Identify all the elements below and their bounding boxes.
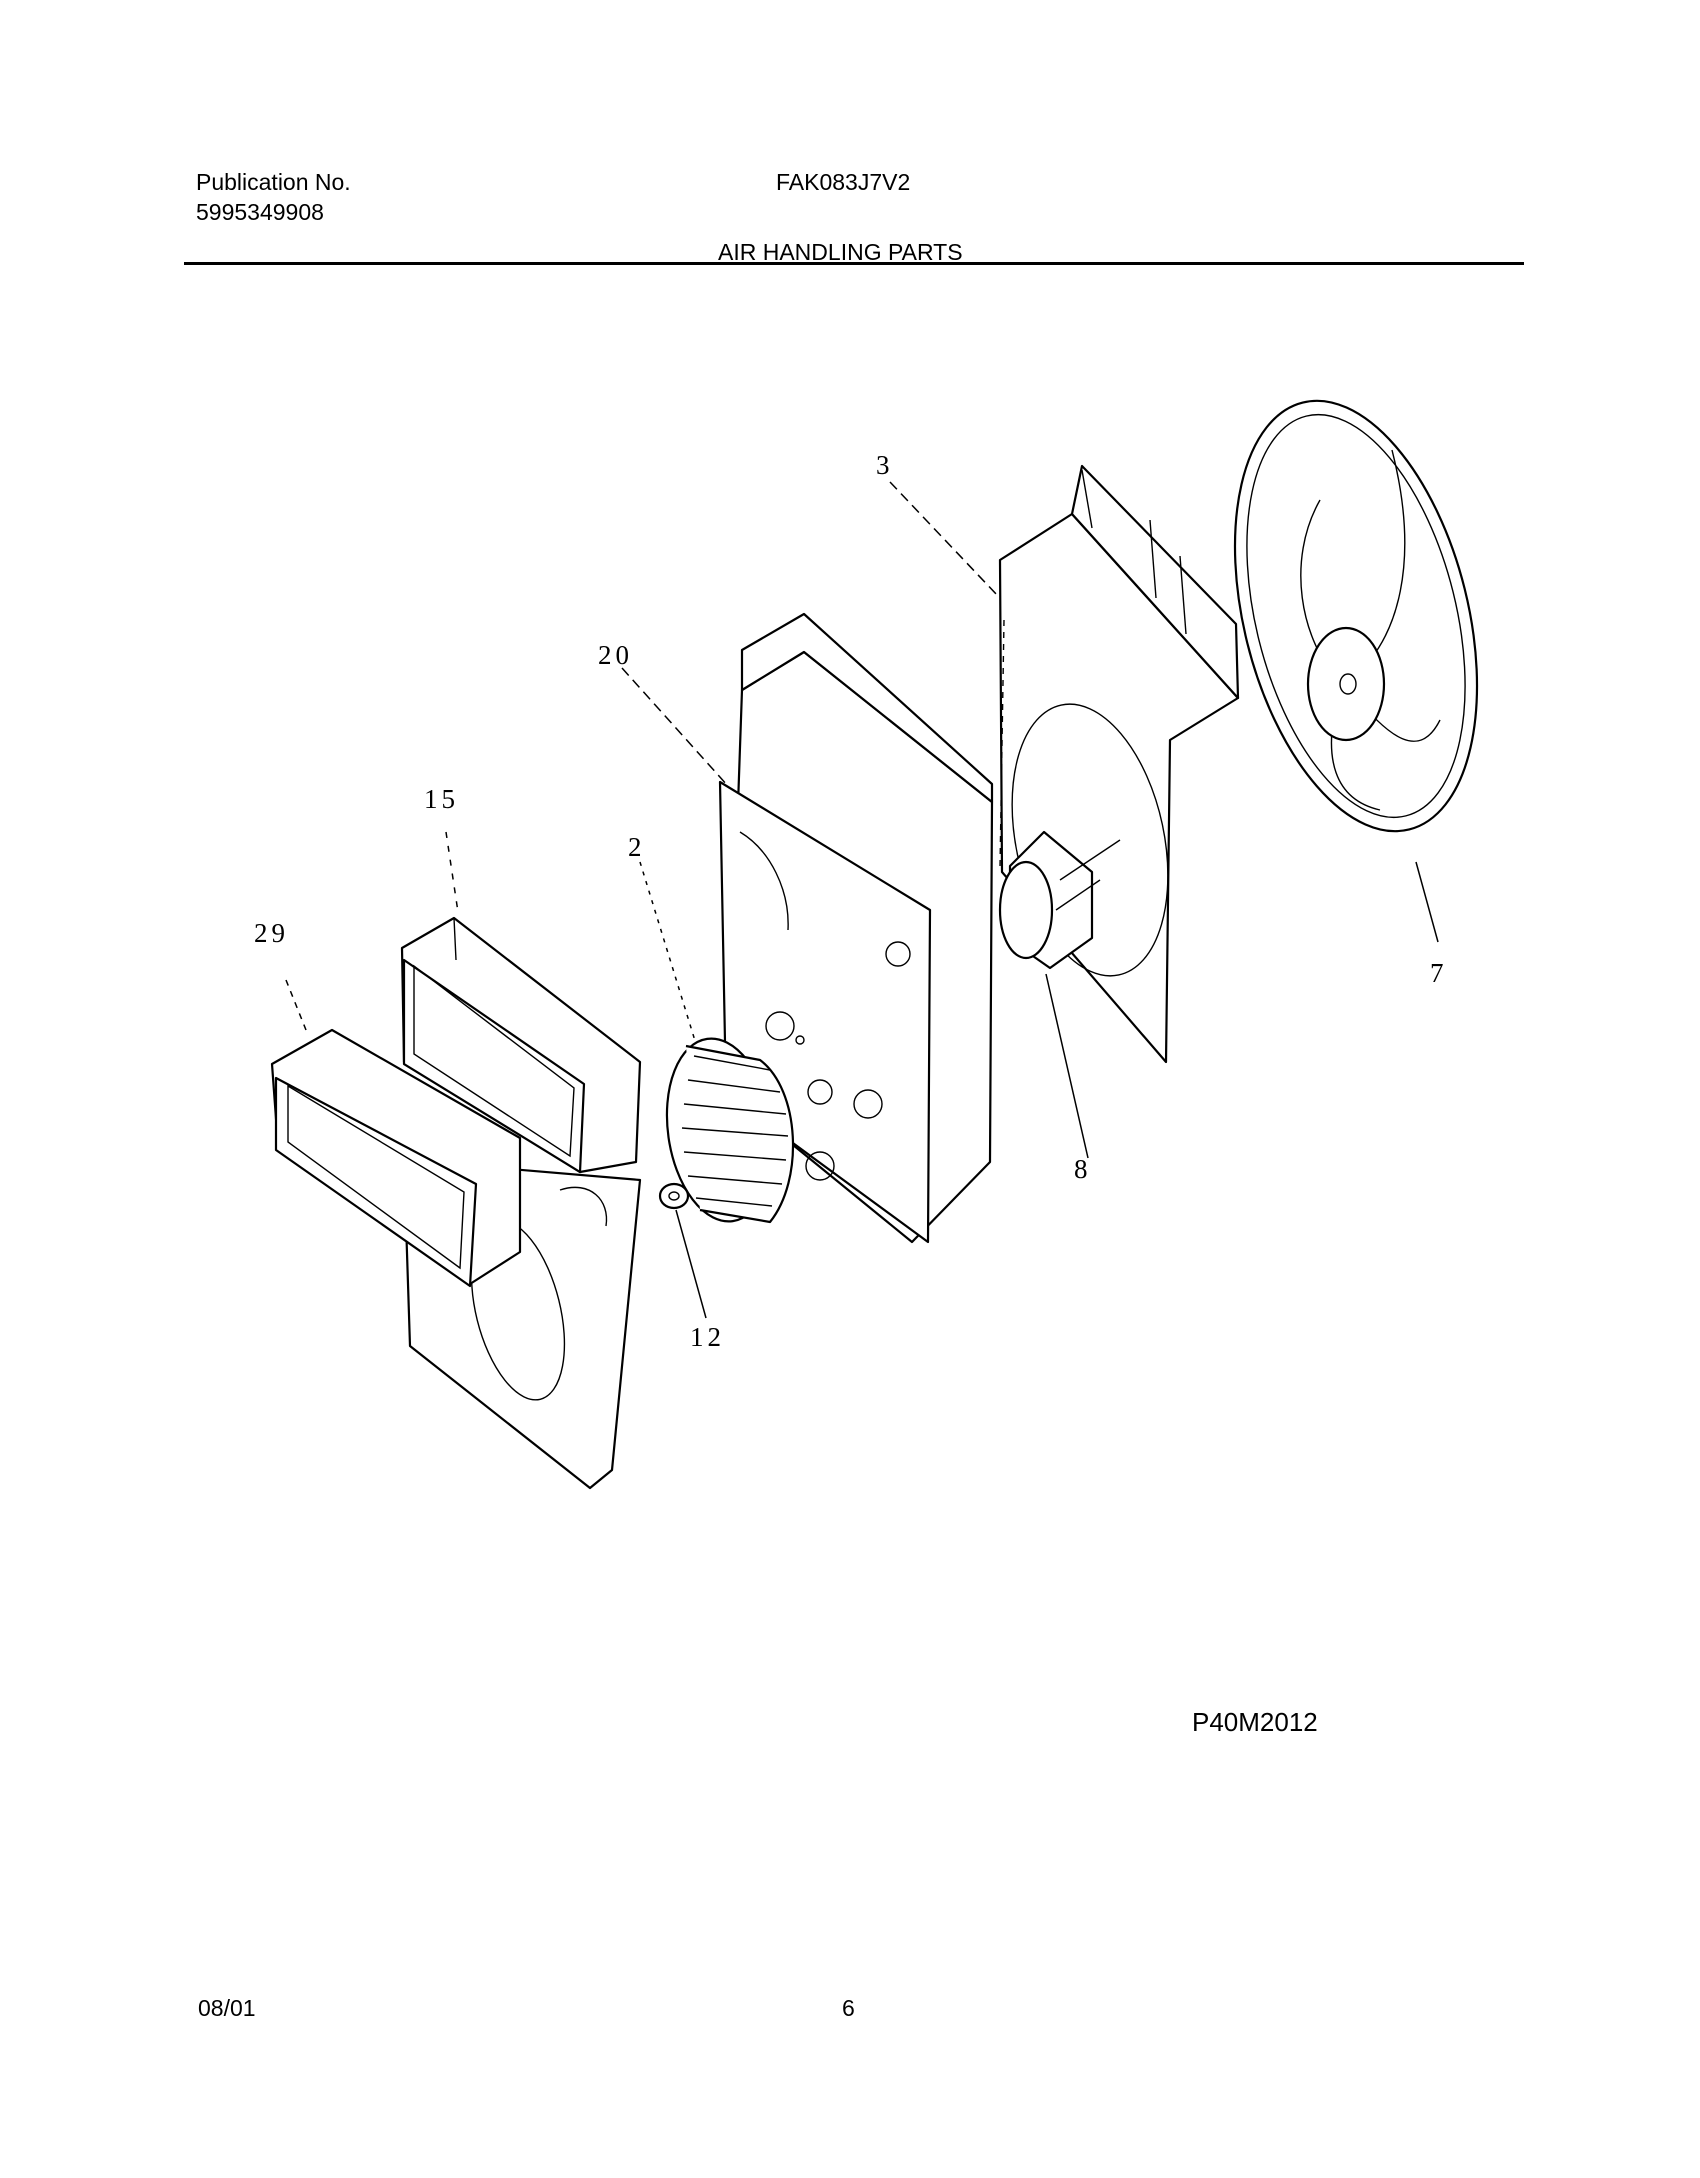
callout-29: 29 (254, 918, 289, 948)
header-rule (184, 262, 1524, 265)
part-blower-housing (718, 612, 994, 1244)
callout-7: 7 (1430, 958, 1448, 988)
part-discharge-duct (270, 1028, 522, 1288)
callout-3: 3 (876, 450, 894, 480)
part-condenser-fan (1233, 399, 1479, 833)
part-front-duct (400, 916, 642, 1174)
part-blower-wheel (665, 1037, 795, 1224)
part-clamp-nut (658, 1182, 690, 1210)
callout-15: 15 (424, 784, 459, 814)
drawing-code: P40M2012 (1192, 1707, 1318, 1737)
footer-date: 08/01 (198, 1995, 256, 2021)
callout-8: 8 (1074, 1154, 1092, 1184)
leader-lines (285, 481, 1439, 1319)
callout-12: 12 (690, 1322, 725, 1352)
callout-20: 20 (598, 640, 633, 670)
part-motor (998, 830, 1121, 970)
page-number: 6 (842, 1995, 855, 2021)
callout-2: 2 (628, 832, 646, 862)
part-fan-shroud (998, 464, 1240, 1064)
model-number: FAK083J7V2 (776, 169, 911, 195)
publication-label: Publication No. (196, 169, 351, 195)
section-title: AIR HANDLING PARTS (718, 239, 963, 265)
publication-number: 5995349908 (196, 199, 324, 225)
